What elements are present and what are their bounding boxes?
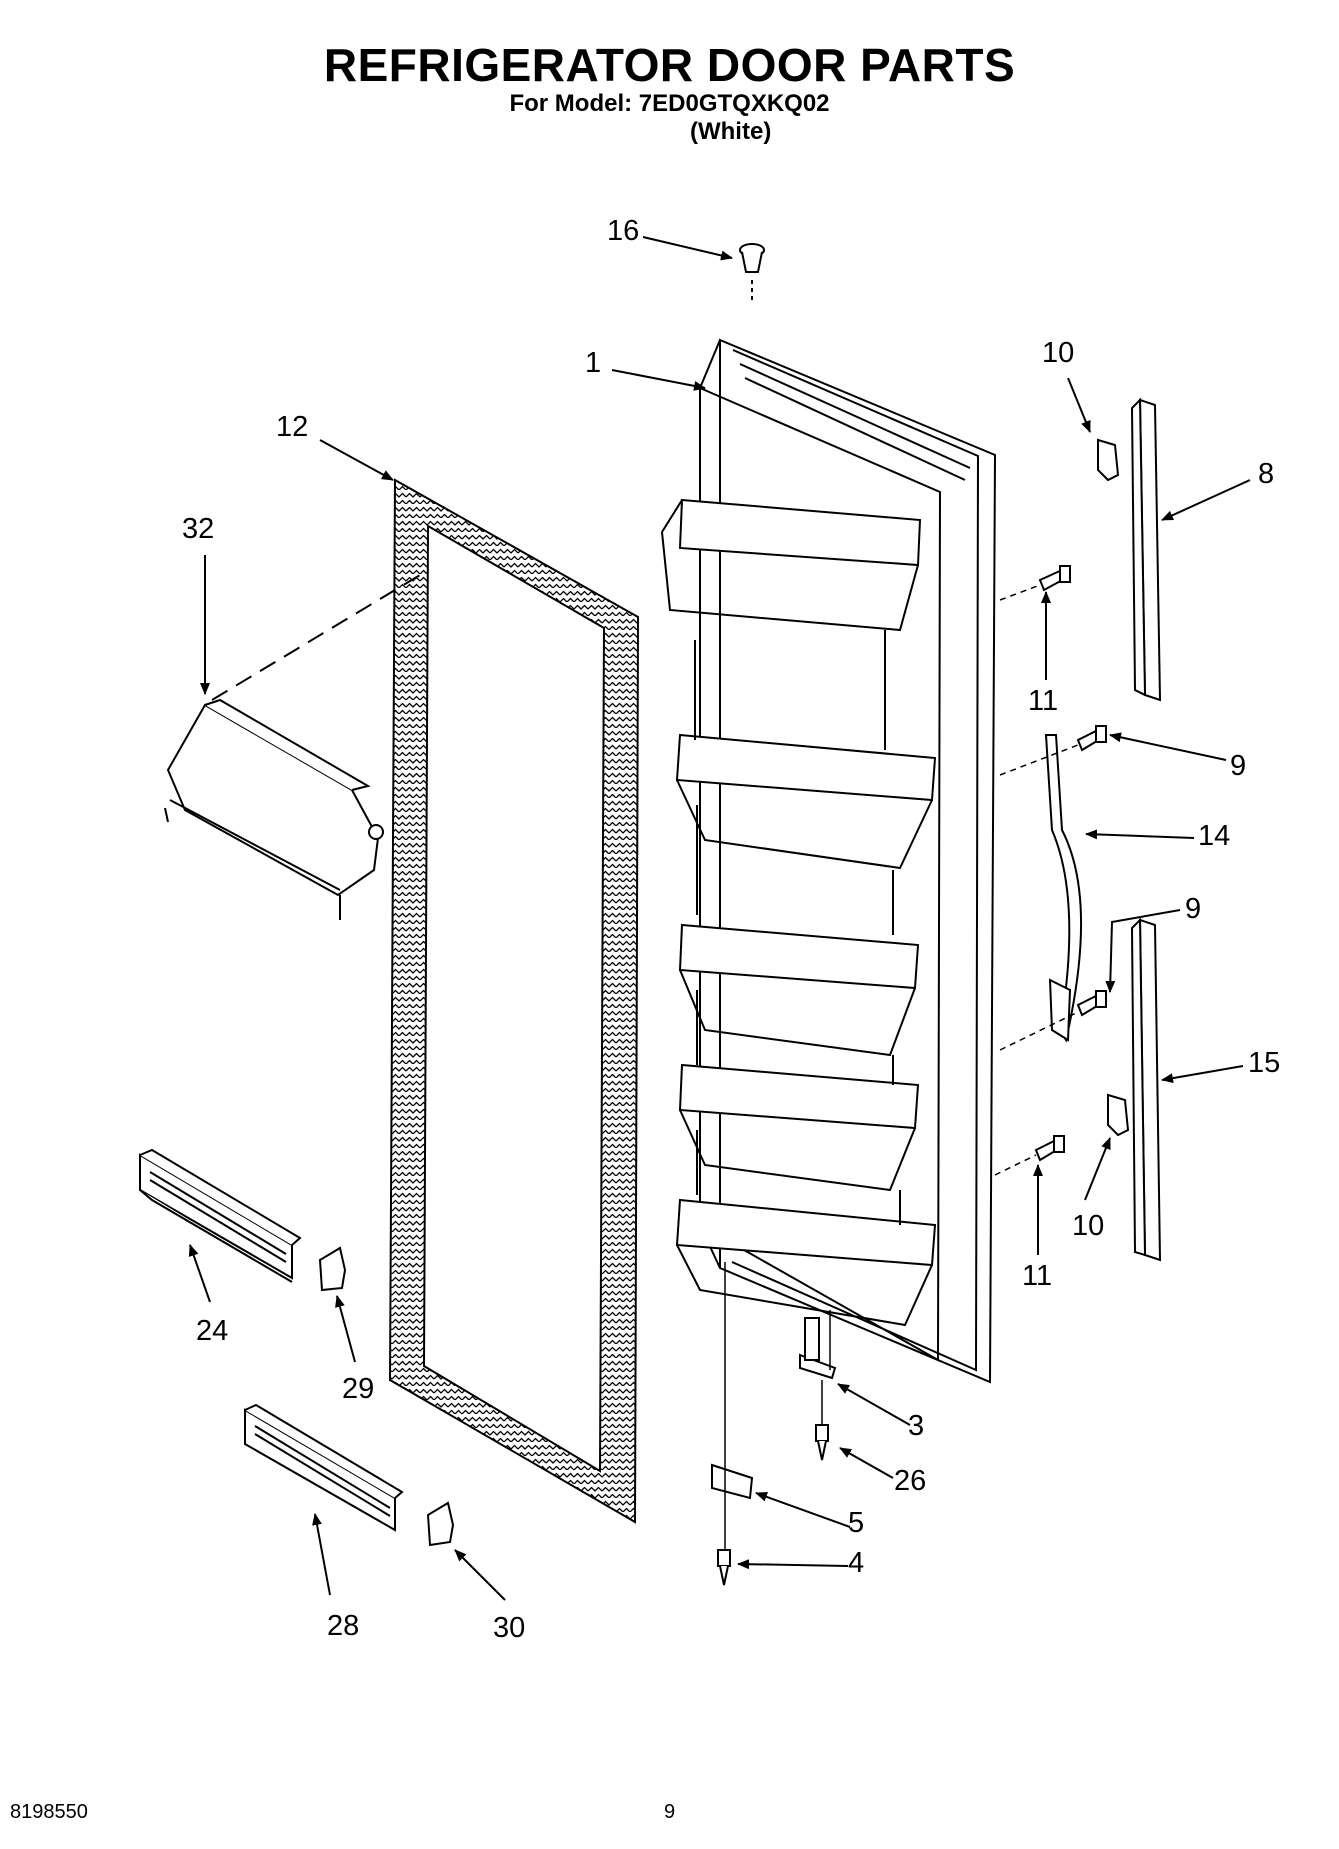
part-label-29: 29 bbox=[342, 1373, 374, 1405]
part-label-14: 14 bbox=[1198, 820, 1230, 852]
part-label-26: 26 bbox=[894, 1465, 926, 1497]
part-label-15: 15 bbox=[1248, 1047, 1280, 1079]
trim-strip-upper bbox=[1130, 397, 1162, 702]
leader-p10a bbox=[1067, 377, 1091, 433]
part-label-10: 10 bbox=[1042, 337, 1074, 369]
screw-lower-11 bbox=[1034, 1135, 1065, 1162]
part-label-28: 28 bbox=[327, 1610, 359, 1642]
clip-29 bbox=[318, 1246, 347, 1292]
part-label-5: 5 bbox=[848, 1507, 864, 1539]
leader-p12 bbox=[319, 439, 394, 481]
page-title: REFRIGERATOR DOOR PARTS bbox=[323, 39, 1016, 91]
grille-24 bbox=[139, 1148, 302, 1283]
part-label-12: 12 bbox=[276, 411, 308, 443]
clip-upper bbox=[1097, 438, 1120, 482]
leader-p14 bbox=[1085, 829, 1195, 840]
leader-p16a bbox=[642, 236, 733, 261]
dispenser-cover bbox=[164, 698, 384, 920]
screw-9-upper bbox=[1076, 725, 1107, 752]
part-label-24: 24 bbox=[196, 1315, 228, 1347]
part-label-16: 16 bbox=[607, 215, 639, 247]
clip-lower bbox=[1107, 1093, 1130, 1137]
leader-p4 bbox=[737, 1559, 849, 1570]
variant-label: (White) bbox=[690, 118, 772, 145]
model-line: For Model: 7ED0GTQXKQ02 bbox=[509, 90, 830, 117]
part-label-10: 10 bbox=[1072, 1210, 1104, 1242]
leader-p24 bbox=[188, 1244, 211, 1303]
door-plug bbox=[739, 243, 765, 304]
door-handle bbox=[1044, 734, 1083, 1043]
leader-32-dash bbox=[211, 571, 426, 701]
leader-lines bbox=[188, 236, 1251, 1601]
leader-p28 bbox=[312, 1513, 331, 1596]
screw-4 bbox=[717, 1549, 731, 1586]
part-labels: 16 1 10 8 12 32 11 9 14 9 15 10 11 24 29 3 26 5 4 28 30 bbox=[182, 215, 1280, 1644]
leader-p9b bbox=[1105, 909, 1181, 993]
leader-p15 bbox=[1161, 1065, 1244, 1084]
leader-p3 bbox=[837, 1383, 911, 1426]
part-label-32: 32 bbox=[182, 513, 214, 545]
part-label-30: 30 bbox=[493, 1612, 525, 1644]
part-label-11: 11 bbox=[1028, 685, 1058, 717]
hinge-center-lines bbox=[724, 1262, 831, 1550]
hinge-bracket-5 bbox=[711, 1463, 754, 1500]
page-number: 9 bbox=[664, 1801, 676, 1823]
part-label-11: 11 bbox=[1022, 1260, 1052, 1292]
leader-p1 bbox=[611, 369, 706, 391]
grille-28 bbox=[244, 1403, 404, 1532]
part-label-1: 1 bbox=[585, 347, 601, 379]
leader-p29 bbox=[335, 1295, 356, 1363]
screw-holes bbox=[994, 584, 1079, 1176]
trim-strip-lower bbox=[1130, 917, 1162, 1262]
door-liner bbox=[660, 338, 997, 1384]
clip-30 bbox=[426, 1501, 455, 1547]
leader-p10b bbox=[1084, 1137, 1111, 1201]
document-number: 8198550 bbox=[10, 1801, 88, 1823]
leader-p5 bbox=[755, 1492, 851, 1528]
part-label-8: 8 bbox=[1258, 458, 1274, 490]
part-label-3: 3 bbox=[908, 1410, 924, 1442]
leader-p30 bbox=[454, 1549, 506, 1601]
screw-upper-11 bbox=[1038, 565, 1071, 592]
part-label-9: 9 bbox=[1230, 750, 1246, 782]
leader-p8 bbox=[1161, 479, 1251, 521]
leader-p26 bbox=[839, 1447, 894, 1479]
part-label-4: 4 bbox=[848, 1547, 864, 1579]
screw-26 bbox=[815, 1424, 829, 1461]
screw-9-lower bbox=[1076, 990, 1107, 1017]
leader-p9a bbox=[1109, 732, 1227, 761]
door-gasket bbox=[388, 478, 640, 1524]
hinge-pin-3 bbox=[799, 1317, 837, 1380]
part-label-9: 9 bbox=[1185, 893, 1201, 925]
